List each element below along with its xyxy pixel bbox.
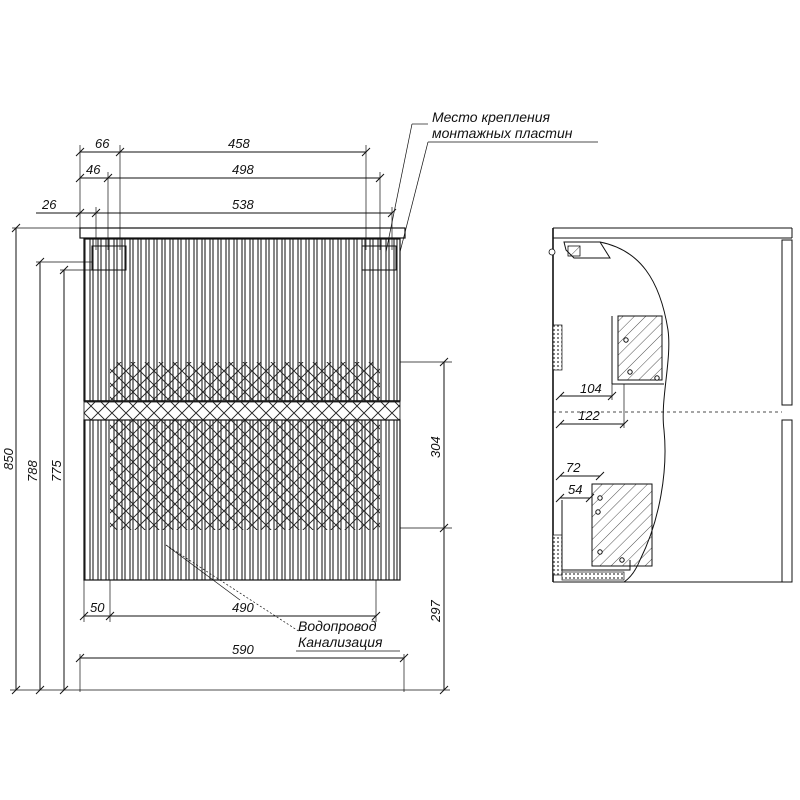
upper-drawer-section bbox=[611, 315, 664, 385]
dim-50: 50 bbox=[90, 600, 105, 615]
dim-850: 850 bbox=[1, 448, 16, 470]
dim-46: 46 bbox=[86, 162, 101, 177]
dim-26: 26 bbox=[41, 197, 57, 212]
countertop bbox=[79, 227, 406, 239]
right-dimensions: 304 297 bbox=[400, 357, 452, 695]
drawer-gap bbox=[83, 401, 401, 421]
mount-label-line2: монтажных пластин bbox=[432, 125, 573, 141]
side-lower-front bbox=[781, 419, 793, 583]
dim-538: 538 bbox=[232, 197, 254, 212]
side-upper-front bbox=[781, 239, 793, 406]
left-dimensions: 850 788 775 bbox=[1, 223, 450, 695]
lower-drawer bbox=[83, 419, 401, 581]
dim-104: 104 bbox=[580, 381, 602, 396]
dim-304: 304 bbox=[428, 436, 443, 458]
dim-490: 490 bbox=[232, 600, 254, 615]
dim-775: 775 bbox=[49, 460, 64, 482]
lower-drawer-section bbox=[561, 483, 653, 581]
mounting-plate-right bbox=[361, 245, 397, 271]
mounting-note: Место крепления монтажных пластин bbox=[385, 109, 598, 253]
front-view bbox=[79, 227, 406, 633]
wall-strip-lower bbox=[552, 534, 563, 576]
dim-788: 788 bbox=[25, 460, 40, 482]
bottom-dimensions: 50 490 590 bbox=[75, 580, 409, 692]
side-view: 104 122 72 54 bbox=[548, 227, 793, 583]
upper-drawer bbox=[83, 238, 401, 402]
dim-498: 498 bbox=[232, 162, 254, 177]
water-label: Водопровод bbox=[298, 618, 377, 634]
dim-54: 54 bbox=[568, 482, 582, 497]
dim-122: 122 bbox=[578, 408, 600, 423]
wall-strip-upper bbox=[552, 324, 563, 371]
plumbing-labels: Водопровод Канализация bbox=[296, 618, 400, 652]
mount-label-line1: Место крепления bbox=[432, 109, 551, 125]
dim-297: 297 bbox=[428, 600, 443, 623]
mounting-plate-left bbox=[91, 245, 127, 271]
dim-458: 458 bbox=[228, 136, 250, 151]
dim-72: 72 bbox=[566, 460, 581, 475]
dim-66: 66 bbox=[95, 136, 110, 151]
dim-590: 590 bbox=[232, 642, 254, 657]
sewer-label: Канализация bbox=[298, 634, 383, 650]
top-dimensions: 66 458 46 498 26 538 bbox=[36, 136, 397, 250]
